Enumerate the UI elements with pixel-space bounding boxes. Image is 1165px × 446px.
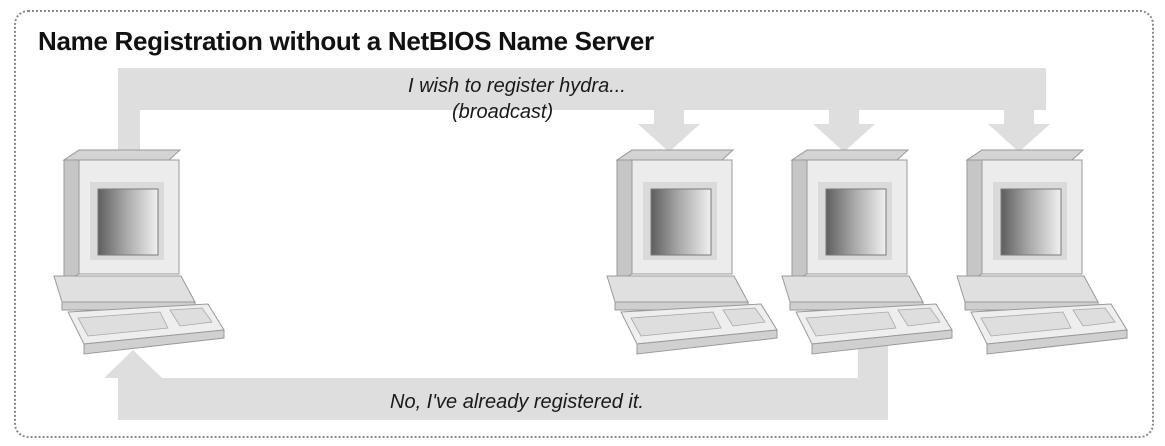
computer-3	[956, 149, 1128, 355]
response-label: No, I've already registered it.	[390, 391, 644, 413]
computer-2	[781, 149, 953, 355]
broadcast-arrow	[118, 68, 1050, 160]
broadcast-label: I wish to register hydra...	[408, 75, 626, 97]
diagram-title: Name Registration without a NetBIOS Name…	[38, 26, 654, 56]
computer-1	[606, 149, 778, 355]
requesting-computer	[53, 149, 225, 355]
diagram-frame	[14, 10, 1154, 438]
broadcast-sublabel: (broadcast)	[452, 101, 554, 123]
response-arrow	[104, 340, 888, 420]
